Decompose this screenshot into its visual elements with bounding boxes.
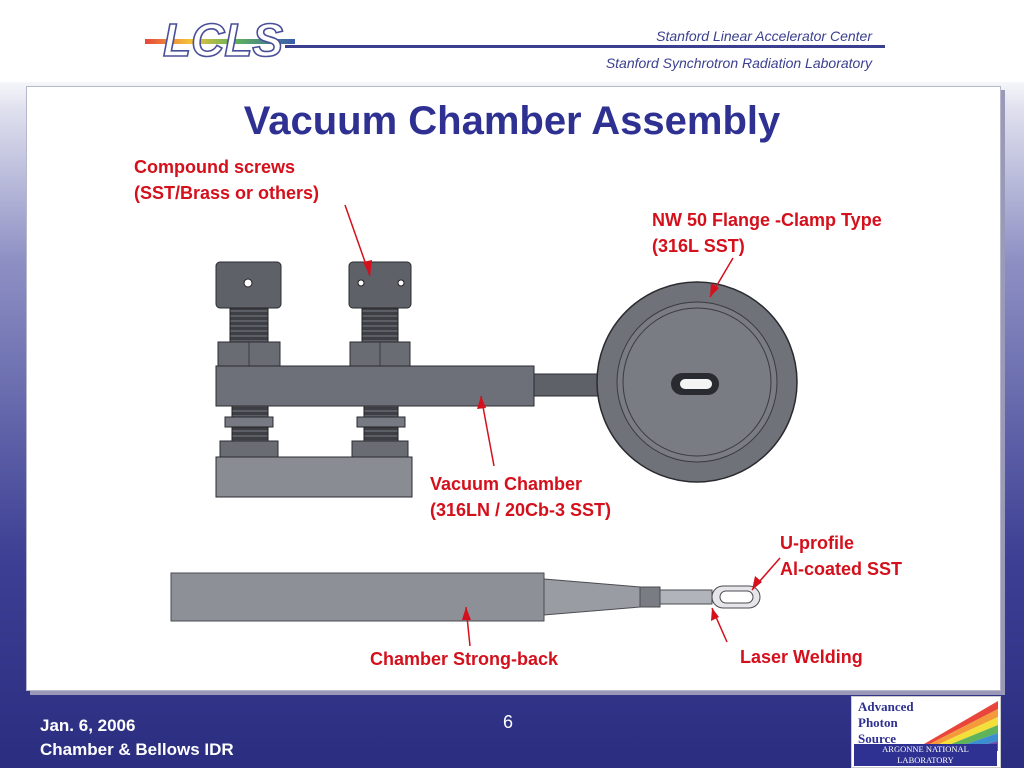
org-line-1: Stanford Linear Accelerator Center bbox=[656, 28, 872, 44]
chamber-side-profile bbox=[170, 572, 761, 622]
label-chamber-line1: Vacuum Chamber bbox=[430, 474, 583, 494]
chamber-neck bbox=[533, 373, 607, 397]
label-compound-screws-line2: (SST/Brass or others) bbox=[134, 183, 320, 203]
aps-logo-text: Advanced Photon Source bbox=[858, 699, 914, 747]
mounting-base-block bbox=[215, 456, 413, 498]
header-rule bbox=[285, 45, 885, 48]
label-u-profile: U-profile Al-coated SST bbox=[780, 530, 902, 582]
aps-line3: Source bbox=[858, 731, 897, 746]
label-laser-welding: Laser Welding bbox=[740, 647, 863, 667]
label-compound-screws-line1: Compound screws bbox=[134, 157, 296, 177]
label-flange-line1: NW 50 Flange -Clamp Type bbox=[652, 210, 882, 230]
aps-argonne-banner: ARGONNE NATIONAL LABORATORY bbox=[854, 744, 997, 766]
label-compound-screws: Compound screws (SST/Brass or others) bbox=[134, 154, 319, 206]
org-line-2: Stanford Synchrotron Radiation Laborator… bbox=[605, 55, 872, 71]
vacuum-chamber-body bbox=[215, 365, 535, 407]
footer-info: Jan. 6, 2006 Chamber & Bellows IDR bbox=[40, 714, 234, 762]
footer-event: Chamber & Bellows IDR bbox=[40, 740, 234, 759]
lcls-logo: LCLS bbox=[145, 13, 295, 67]
label-flange-line2: (316L SST) bbox=[652, 236, 745, 256]
label-nw50-flange: NW 50 Flange -Clamp Type (316L SST) bbox=[652, 207, 882, 259]
label-vacuum-chamber: Vacuum Chamber (316LN / 20Cb-3 SST) bbox=[430, 471, 611, 523]
aps-logo: Advanced Photon Source ARGONNE NATIONAL … bbox=[851, 696, 1001, 768]
footer-date: Jan. 6, 2006 bbox=[40, 716, 136, 735]
label-uprofile-line1: U-profile bbox=[780, 533, 854, 553]
page-number: 6 bbox=[503, 712, 514, 732]
screw-assembly-right bbox=[348, 261, 412, 458]
nw50-flange bbox=[596, 281, 798, 483]
slide-title: Vacuum Chamber Assembly bbox=[243, 99, 781, 143]
header: LCLS Stanford Linear Accelerator Center … bbox=[0, 0, 1024, 82]
label-chamber-line2: (316LN / 20Cb-3 SST) bbox=[430, 500, 612, 520]
label-uprofile-line2: Al-coated SST bbox=[780, 559, 903, 579]
aps-line2: Photon bbox=[858, 715, 898, 730]
aps-line1: Advanced bbox=[858, 699, 914, 714]
screw-assembly-left bbox=[215, 261, 282, 458]
leader-arrowheads bbox=[363, 260, 762, 621]
label-strong-back: Chamber Strong-back bbox=[370, 649, 559, 669]
svg-text:LCLS: LCLS bbox=[163, 14, 283, 66]
